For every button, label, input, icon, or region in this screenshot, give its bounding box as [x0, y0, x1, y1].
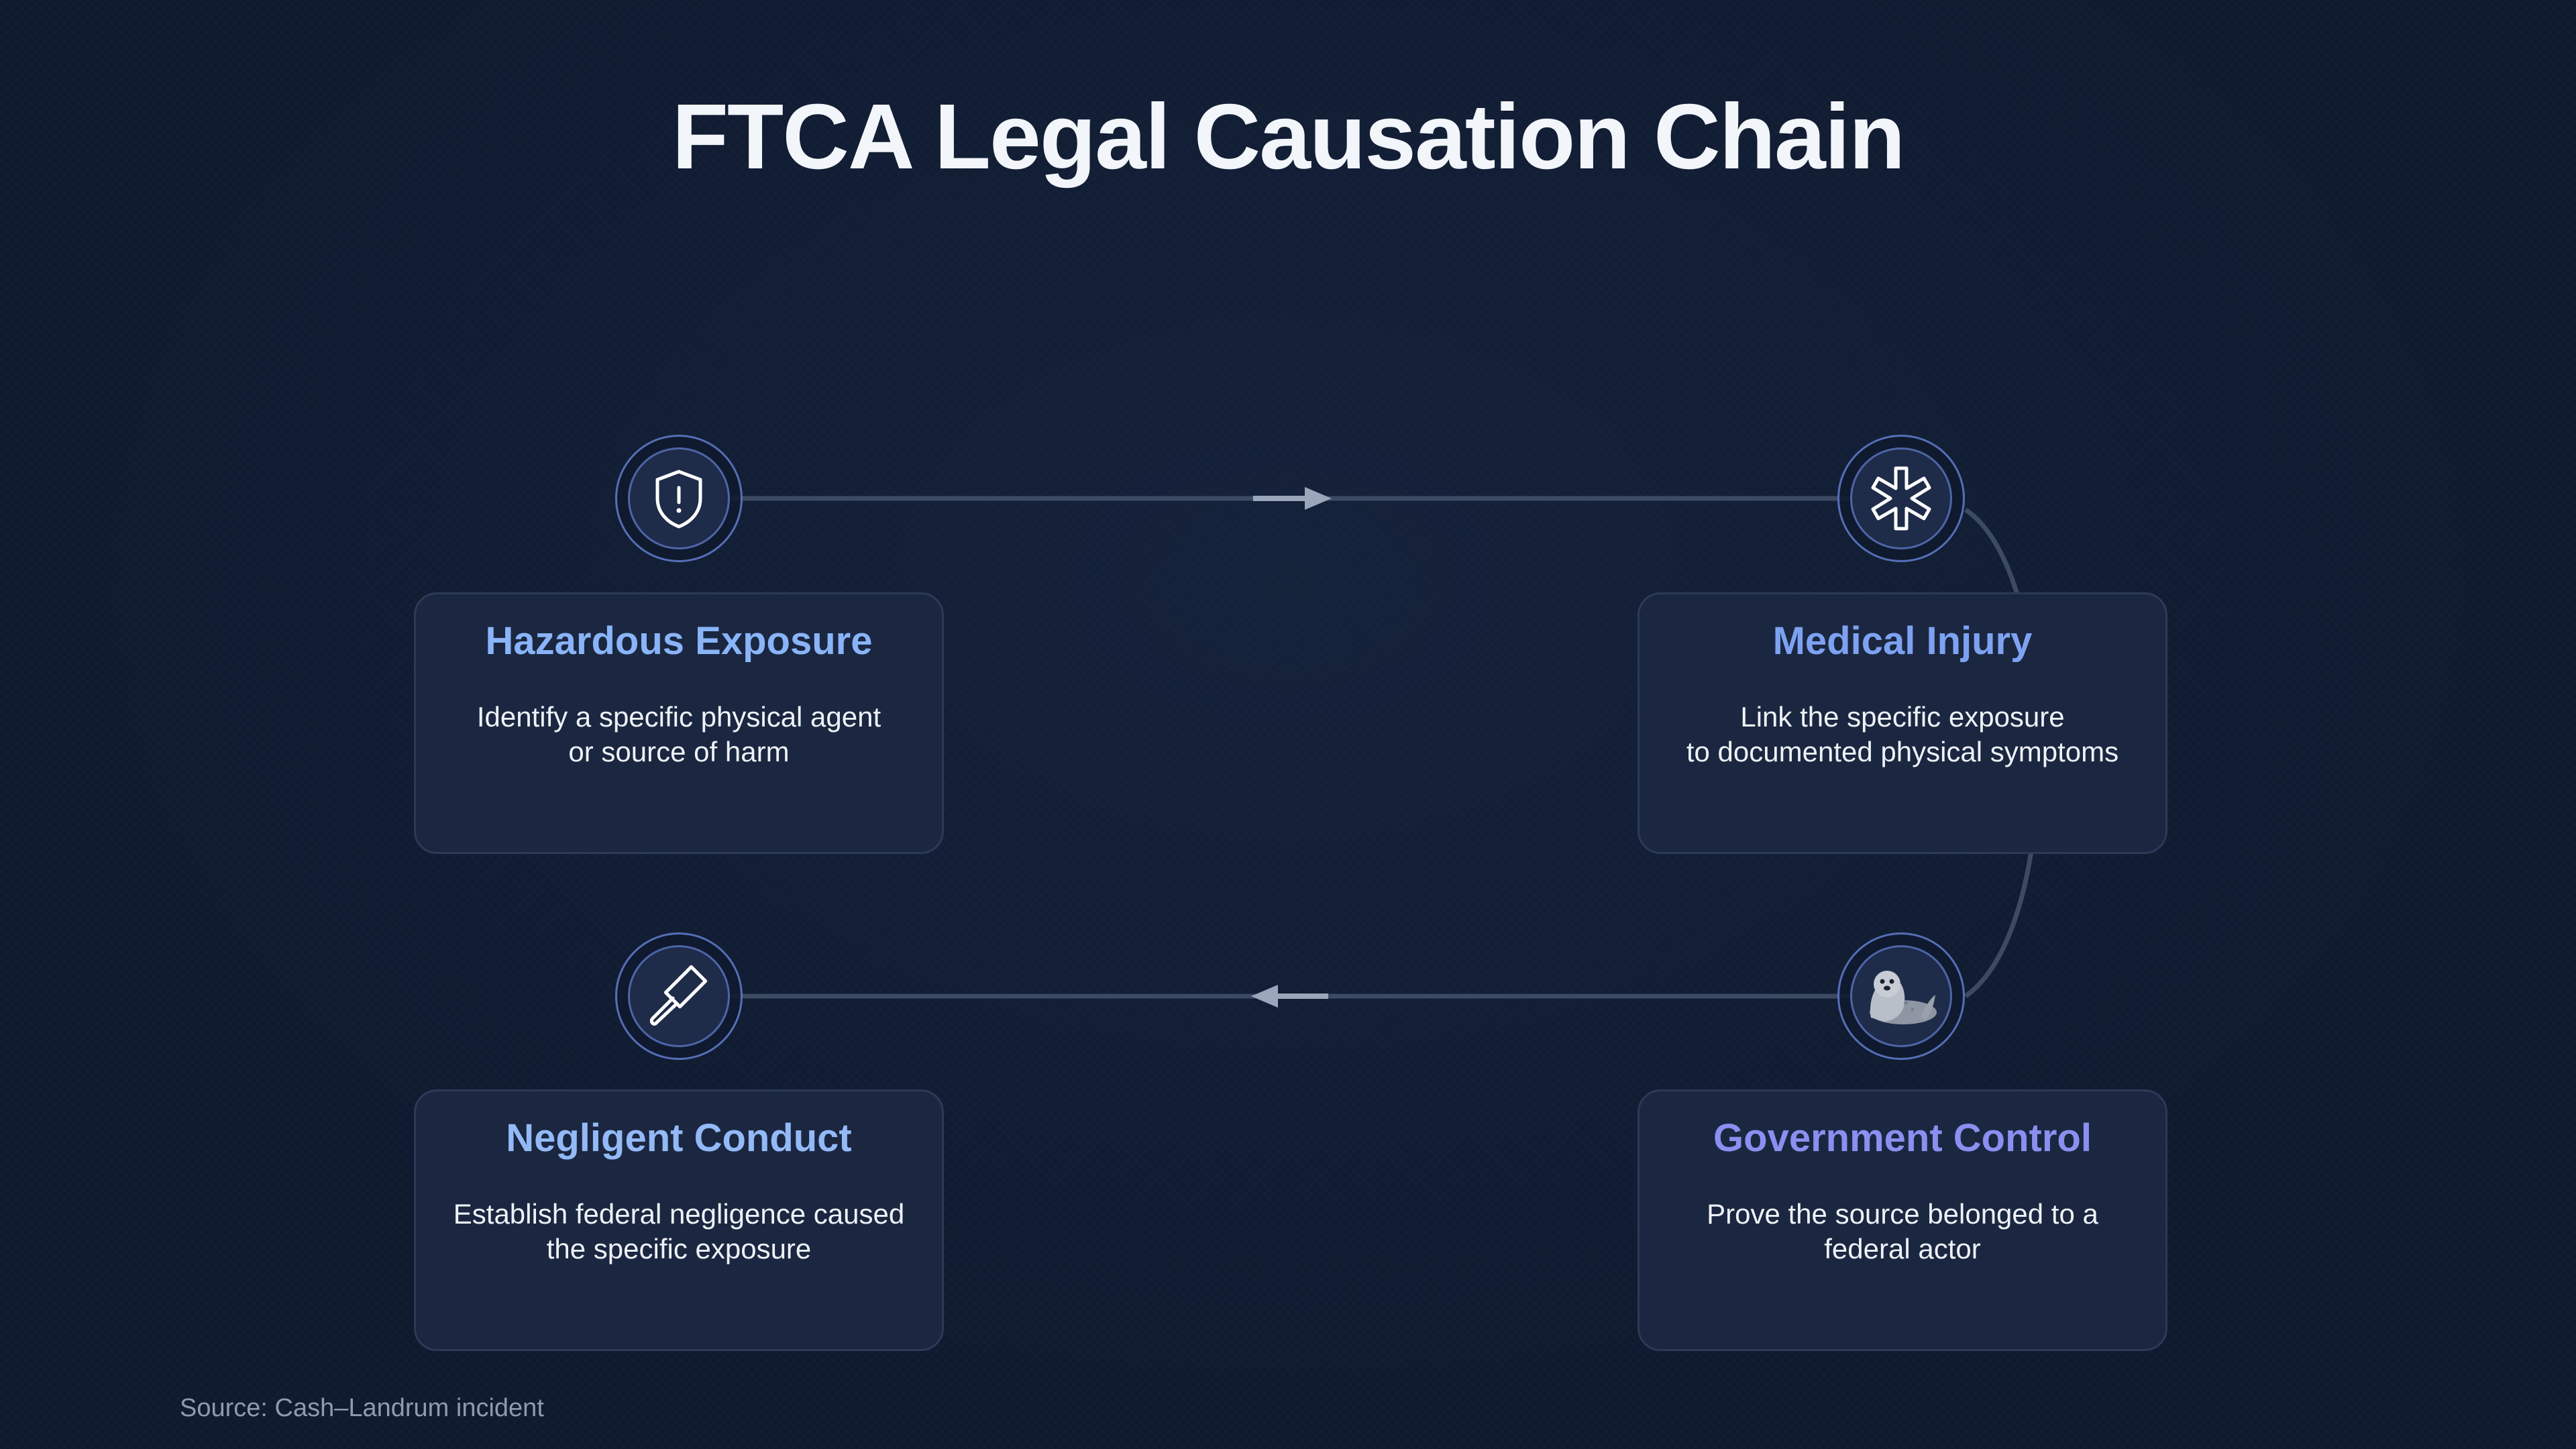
card-description: Prove the source belonged to a federal a…	[1640, 1197, 2165, 1265]
card-description-line: Prove the source belonged to a	[1707, 1198, 2098, 1230]
card-description-line: the specific exposure	[546, 1232, 812, 1265]
arrow-left-icon	[1251, 985, 1328, 1008]
seal-icon	[1870, 971, 1937, 1024]
card-title: Government Control	[1713, 1116, 2092, 1160]
node-negligent-conduct	[615, 932, 743, 1060]
card-medical-injury: Medical Injury Link the specific exposur…	[1638, 592, 2167, 854]
card-government-control: Government Control Prove the source belo…	[1638, 1089, 2167, 1351]
card-description-line: Link the specific exposure	[1740, 701, 2065, 733]
card-description-line: Establish federal negligence caused	[453, 1198, 905, 1230]
card-description-line: or source of harm	[568, 735, 790, 767]
node-medical-injury	[1837, 435, 1965, 562]
card-description-line: federal actor	[1824, 1232, 1981, 1265]
card-title: Medical Injury	[1772, 619, 2033, 663]
card-hazardous-exposure: Hazardous Exposure Identify a specific p…	[414, 592, 944, 854]
card-title: Hazardous Exposure	[485, 619, 873, 663]
arrow-right-icon	[1253, 487, 1332, 510]
card-negligent-conduct: Negligent Conduct Establish federal negl…	[414, 1089, 944, 1351]
card-title: Negligent Conduct	[506, 1116, 852, 1160]
card-description: Identify a specific physical agent or so…	[416, 700, 942, 768]
card-description-line: to documented physical symptoms	[1686, 735, 2119, 767]
shield-alert-icon	[655, 470, 702, 529]
source-note: Source: Cash–Landrum incident	[180, 1394, 544, 1422]
node-hazardous-exposure	[615, 435, 743, 562]
diagram-title: FTCA Legal Causation Chain	[672, 85, 1906, 189]
card-description-line: Identify a specific physical agent	[476, 701, 881, 733]
card-description: Link the specific exposure to documented…	[1640, 700, 2165, 768]
card-description: Establish federal negligence caused the …	[416, 1197, 942, 1265]
medical-asterisk-icon	[1871, 466, 1931, 531]
gavel-icon	[649, 965, 708, 1026]
node-government-control	[1837, 932, 1965, 1060]
